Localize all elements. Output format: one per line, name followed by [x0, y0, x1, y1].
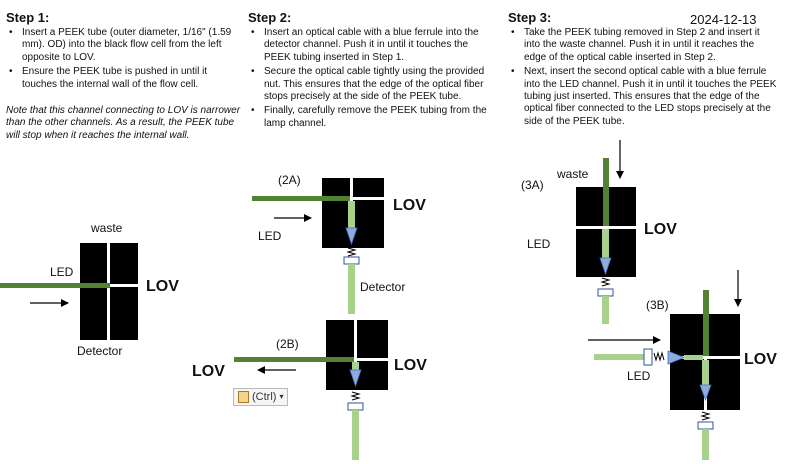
clipboard-icon	[238, 391, 249, 403]
step3b-led-ferrule	[667, 350, 686, 365]
step1-lov-channel	[110, 284, 138, 287]
step3b-led-fiber-cable	[594, 354, 644, 360]
ctrl-label: (Ctrl)	[252, 391, 277, 403]
step2b-label: (2B)	[276, 337, 299, 351]
step1-vertical-channel	[107, 243, 110, 340]
step2a-nut	[343, 256, 360, 265]
step1-diagram: waste LED LOV Detector	[0, 221, 179, 358]
step3a-blue-ferrule	[599, 257, 612, 276]
step2a-label: (2A)	[278, 173, 301, 187]
step3-bullet-2: Next, insert the second optical cable wi…	[508, 66, 778, 128]
step3b-horizontal-channel	[670, 356, 740, 359]
step2b-lov-label: LOV	[394, 357, 427, 374]
step3-column: Step 3: Take the PEEK tubing removed in …	[508, 10, 778, 130]
step3b-led-fiber	[684, 355, 703, 360]
chevron-down-icon: ▾	[279, 392, 284, 401]
step2a-detector-label: Detector	[360, 280, 405, 294]
step2a-detector-fiber	[348, 201, 355, 228]
step2a-diagram: (2A) LOV LED Detector	[252, 173, 426, 314]
date-label: 2024-12-13	[690, 12, 757, 27]
step2b-lov-left-label: LOV	[192, 363, 225, 380]
step2a-peek-tube	[252, 196, 350, 201]
step2b-diagram: (2B) LOV LOV	[192, 320, 427, 460]
step3b-detector-ferrule	[699, 384, 712, 402]
step1-bullet-1: Insert a PEEK tube (outer diameter, 1/16…	[6, 27, 241, 64]
step3a-diagram: waste (3A) LOV LED	[521, 140, 677, 324]
step3b-label: (3B)	[646, 298, 669, 312]
step3-title: Step 3:	[508, 10, 552, 25]
step2-bullet-3: Finally, carefully remove the PEEK tubin…	[248, 105, 488, 130]
step2a-spring	[346, 247, 357, 257]
step2-bullet-2: Secure the optical cable tightly using t…	[248, 66, 488, 103]
step3a-waste-label: waste	[556, 167, 589, 181]
step3a-spring	[600, 277, 611, 287]
step3-bullet-1: Take the PEEK tubing removed in Step 2 a…	[508, 27, 778, 64]
step1-title: Step 1:	[6, 10, 50, 25]
step2-bullets: Insert an optical cable with a blue ferr…	[248, 27, 488, 130]
step3b-lov-label: LOV	[744, 351, 777, 368]
step2b-blue-ferrule	[349, 369, 362, 388]
step1-detector-label: Detector	[77, 344, 122, 358]
step2a-lov-label: LOV	[393, 197, 426, 214]
step2a-lov-channel	[353, 197, 384, 200]
step2b-spring	[350, 391, 361, 401]
step2b-peek-tube	[234, 357, 354, 362]
step3b-led-label: LED	[627, 369, 651, 383]
step1-note: Note that this channel connecting to LOV…	[6, 105, 241, 141]
step3b-led-spring	[653, 351, 665, 362]
step3b-led-nut	[643, 348, 653, 366]
step3b-diagram: (3B) LOV LED	[588, 270, 777, 460]
step3b-peek-tube	[703, 290, 709, 356]
step2-title: Step 2:	[248, 10, 292, 25]
step3b-nut	[697, 421, 714, 430]
step3a-fiber-cable	[602, 296, 609, 324]
step3b-fiber-cable	[702, 429, 709, 460]
step2b-vertical-channel	[354, 320, 357, 370]
step2b-detector-fiber	[352, 362, 359, 370]
step3a-detector-fiber	[602, 229, 609, 258]
step3a-nut	[597, 288, 614, 297]
step2b-fiber-cable	[352, 410, 359, 460]
step1-waste-label: waste	[90, 221, 123, 235]
step2-column: Step 2: Insert an optical cable with a b…	[248, 10, 488, 132]
step1-bullet-2: Ensure the PEEK tube is pushed in until …	[6, 66, 241, 91]
step3a-peek-tube	[603, 158, 609, 226]
paste-options-popup[interactable]: (Ctrl) ▾	[233, 388, 289, 406]
step3a-lov-label: LOV	[644, 221, 677, 238]
step3a-label: (3A)	[521, 178, 544, 192]
step2b-nut	[347, 402, 364, 411]
step1-column: Step 1: Insert a PEEK tube (outer diamet…	[6, 10, 241, 142]
step1-led-label: LED	[50, 265, 74, 279]
step3b-detector-fiber	[702, 360, 709, 385]
step3b-spring	[700, 411, 711, 421]
step3a-horizontal-channel	[576, 226, 636, 229]
step2a-led-label: LED	[258, 229, 282, 243]
step3-bullets: Take the PEEK tubing removed in Step 2 a…	[508, 27, 778, 128]
step3a-led-label: LED	[527, 237, 551, 251]
step1-lov-label: LOV	[146, 278, 179, 295]
step1-bullets: Insert a PEEK tube (outer diameter, 1/16…	[6, 27, 241, 91]
step2a-blue-ferrule	[345, 227, 358, 246]
step2a-fiber-cable	[348, 264, 355, 314]
step2-bullet-1: Insert an optical cable with a blue ferr…	[248, 27, 488, 64]
step2b-lov-channel	[357, 358, 388, 361]
step1-peek-tube	[0, 283, 110, 288]
